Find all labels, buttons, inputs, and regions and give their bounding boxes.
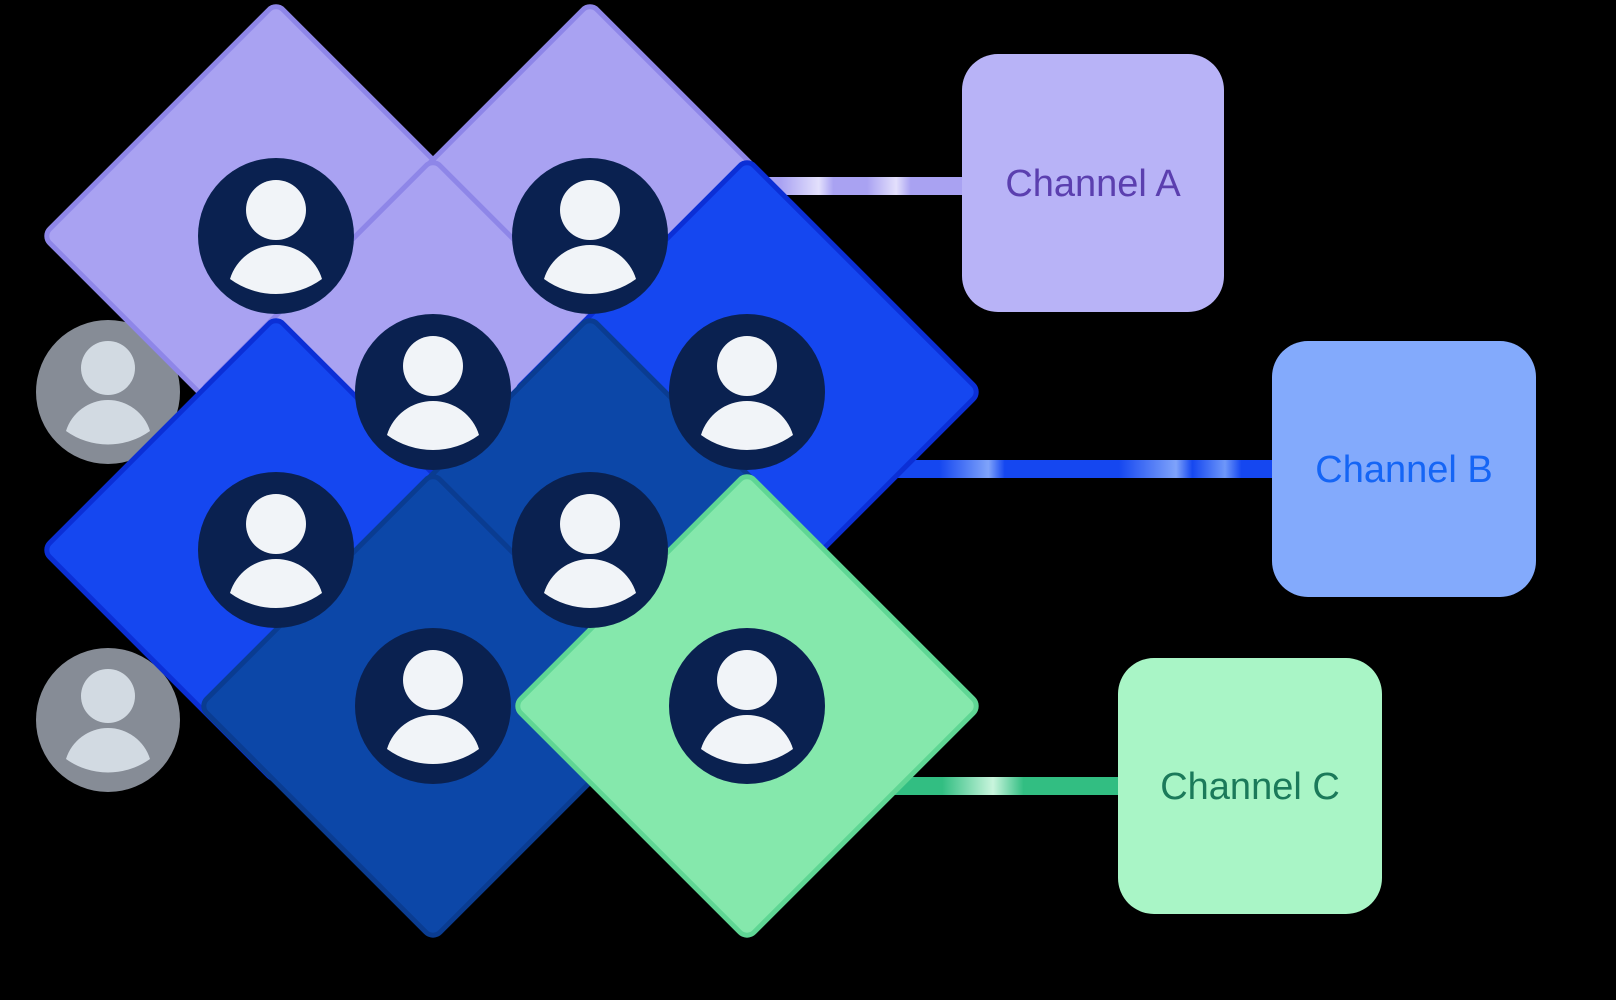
avatar-unassigned-2[interactable] [36,648,180,792]
person-icon-head [717,650,777,710]
avatar-p2[interactable] [512,158,668,314]
avatar-p1[interactable] [198,158,354,314]
person-icon-body [544,244,636,295]
person-icon-body [701,400,793,451]
channel-a-label: Channel A [1005,163,1181,205]
person-icon-head [246,180,306,240]
person-icon-body [230,244,322,295]
channel-box-background [1272,341,1536,597]
person-icon-head [717,336,777,396]
channel-boxes-group: Channel A Channel B Channel C [962,54,1536,914]
person-icon-head [560,494,620,554]
connector-line-channel-a [722,177,964,195]
member-avatars-group [198,158,825,784]
channel-box-background [1118,658,1382,914]
channel-b-label: Channel B [1315,449,1492,491]
person-icon-body [701,714,793,765]
channel-box-background [962,54,1224,312]
avatar-p3[interactable] [355,314,511,470]
person-icon-body [66,728,150,773]
person-icon-head [560,180,620,240]
avatar-unassigned-1[interactable] [36,320,180,464]
person-icon-head [81,341,135,395]
unassigned-users-group [36,320,180,792]
avatar-d2[interactable] [355,628,511,784]
person-icon-body [387,714,479,765]
person-icon-head [403,650,463,710]
connector-line-channel-b [866,460,1274,478]
channel-box-channel-c[interactable]: Channel C [1118,658,1382,914]
channel-c-label: Channel C [1160,766,1340,808]
channel-box-channel-a[interactable]: Channel A [962,54,1224,312]
avatar-d1[interactable] [512,472,668,628]
person-icon-head [246,494,306,554]
person-icon-body [230,558,322,609]
connector-lines [722,177,1274,795]
avatar-b2[interactable] [669,314,825,470]
person-icon-head [403,336,463,396]
person-icon-head [81,669,135,723]
person-icon-body [544,558,636,609]
channel-box-channel-b[interactable]: Channel B [1272,341,1536,597]
avatar-g1[interactable] [669,628,825,784]
connector-line-channel-c [866,777,1120,795]
person-icon-body [387,400,479,451]
avatar-b1[interactable] [198,472,354,628]
person-icon-body [66,400,150,445]
